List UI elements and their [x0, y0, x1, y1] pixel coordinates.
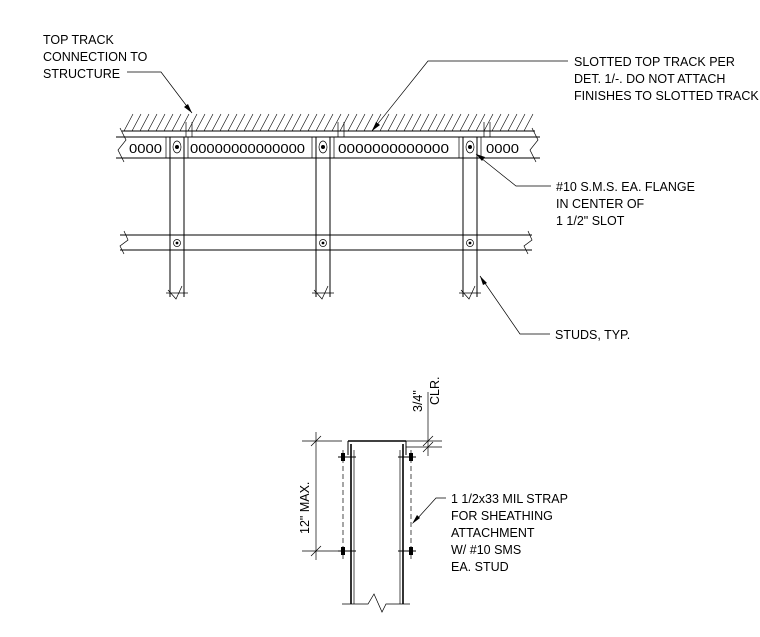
note-line: SLOTTED TOP TRACK PER	[574, 55, 735, 69]
hatch-line	[459, 113, 470, 132]
hatch-line	[315, 113, 326, 132]
hatch-line	[147, 113, 158, 132]
hatch-line	[467, 113, 478, 132]
hatch-line	[443, 113, 454, 132]
note-line: FOR SHEATHING	[451, 509, 553, 523]
clearance-label: CLR.	[428, 377, 442, 405]
hatch-line	[451, 113, 462, 132]
stud-2	[311, 137, 335, 300]
note-studs-typ: STUDS, TYP.	[479, 275, 630, 342]
hatch-line	[323, 113, 334, 132]
note-line: EA. STUD	[451, 560, 509, 574]
hatch-line	[507, 113, 518, 132]
hatch-line	[435, 113, 446, 132]
note-line: 1 1/2x33 MIL STRAP	[451, 492, 568, 506]
hatch-line	[299, 113, 310, 132]
note-sms-flange: #10 S.M.S. EA. FLANGE IN CENTER OF 1 1/2…	[475, 153, 695, 228]
stud-1	[165, 137, 189, 300]
hatch-line	[331, 113, 342, 132]
hatch-line	[139, 113, 150, 132]
hatch-line	[283, 113, 294, 132]
note-strap: 1 1/2x33 MIL STRAP FOR SHEATHING ATTACHM…	[412, 492, 568, 574]
note-line: CONNECTION TO	[43, 50, 148, 64]
hatch-line	[171, 113, 182, 132]
hatch-line	[267, 113, 278, 132]
slot-group-4: 0000	[486, 142, 519, 156]
hatch-line	[515, 113, 526, 132]
hatch-line	[195, 113, 206, 132]
hatch-line	[395, 113, 406, 132]
hatch-line	[219, 113, 230, 132]
hatch-line	[363, 113, 374, 132]
hatch-line	[411, 113, 422, 132]
max-spacing-dimension: 12" MAX.	[298, 432, 342, 560]
note-slotted-top-track: SLOTTED TOP TRACK PER DET. 1/-. DO NOT A…	[371, 55, 759, 132]
clearance-dimension: 3/4" CLR.	[406, 377, 442, 456]
hatch-line	[179, 113, 190, 132]
hatch-line	[155, 113, 166, 132]
hatch-line	[499, 113, 510, 132]
slot-labels: 0000 00000000000000 0000000000000 0000	[129, 142, 519, 156]
hatch-line	[227, 113, 238, 132]
hatch-line	[251, 113, 262, 132]
hatch-line	[259, 113, 270, 132]
hatch-line	[355, 113, 366, 132]
hatch-line	[347, 113, 358, 132]
hatch-line	[475, 113, 486, 132]
hatch-line	[483, 113, 494, 132]
hatch-line	[187, 113, 198, 132]
hatch-line	[339, 113, 350, 132]
hatch-line	[211, 113, 222, 132]
note-top-track-connection: TOP TRACK CONNECTION TO STRUCTURE	[43, 33, 193, 114]
top-track-connection-fasteners	[185, 122, 491, 137]
note-line: 1 1/2" SLOT	[556, 214, 625, 228]
hatch-line	[131, 113, 142, 132]
slot-group-3: 0000000000000	[338, 142, 449, 156]
hatch-line	[419, 113, 430, 132]
slotted-top-track	[116, 127, 540, 163]
hatch-line	[291, 113, 302, 132]
max-spacing-text: 12" MAX.	[298, 482, 312, 534]
hatch-line	[163, 113, 174, 132]
note-line: TOP TRACK	[43, 33, 115, 47]
hatch-line	[243, 113, 254, 132]
bridging-channel	[119, 230, 533, 255]
hatch-line	[491, 113, 502, 132]
slot-screws	[172, 140, 475, 154]
hatch-line	[275, 113, 286, 132]
note-line: STRUCTURE	[43, 67, 120, 81]
stud-section	[342, 440, 410, 613]
note-line: IN CENTER OF	[556, 197, 645, 211]
slot-group-2: 00000000000000	[190, 142, 305, 156]
hatch-line	[403, 113, 414, 132]
hatch-line	[307, 113, 318, 132]
note-line: FINISHES TO SLOTTED TRACK	[574, 89, 759, 103]
hatch-line	[235, 113, 246, 132]
note-line: W/ #10 SMS	[451, 543, 521, 557]
hatch-line	[523, 113, 534, 132]
hatch-line	[123, 113, 134, 132]
strap-screws	[338, 453, 416, 555]
hatch-line	[387, 113, 398, 132]
hatch-line	[203, 113, 214, 132]
note-line: STUDS, TYP.	[555, 328, 630, 342]
hatch-line	[379, 113, 390, 132]
clearance-value: 3/4"	[411, 390, 425, 412]
hatch-line	[427, 113, 438, 132]
note-line: DET. 1/-. DO NOT ATTACH	[574, 72, 725, 86]
slot-group-1: 0000	[129, 142, 162, 156]
sheathing-strap	[342, 450, 412, 560]
structure-hatch-band	[122, 113, 535, 132]
note-line: #10 S.M.S. EA. FLANGE	[556, 180, 695, 194]
stud-3	[458, 137, 482, 300]
note-line: ATTACHMENT	[451, 526, 535, 540]
